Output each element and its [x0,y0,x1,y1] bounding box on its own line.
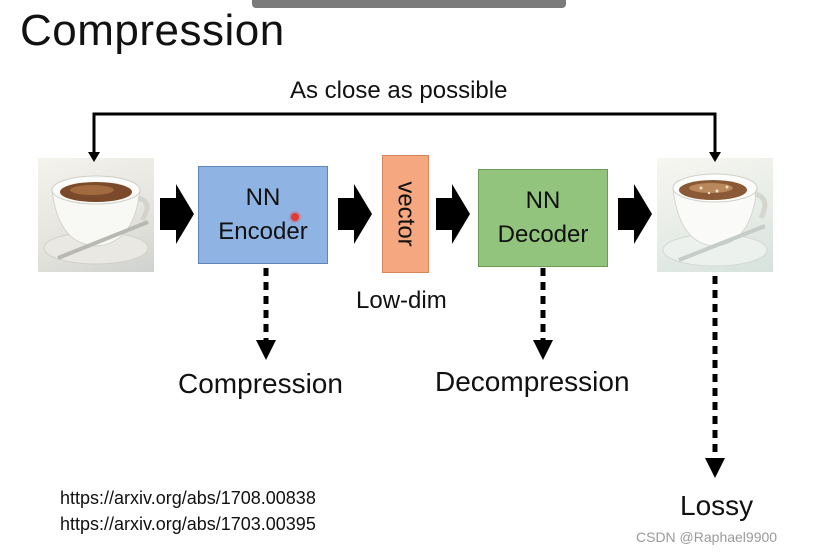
coffee-cup-input-icon [43,175,150,265]
reference-link-1[interactable]: https://arxiv.org/abs/1708.00838 [60,488,316,508]
decoder-label-line1: NN [525,187,561,214]
output-image [657,158,773,272]
decompression-label: Decompression [435,366,630,397]
encoder-label-line1: NN [245,184,281,211]
dotted-arrowhead-decoder [533,340,553,360]
coffee-cup-output-icon [662,173,768,267]
decoder-label-line2: Decoder [497,221,589,248]
reference-links: https://arxiv.org/abs/1708.00838 https:/… [60,485,316,537]
block-arrow-decoder-to-output [618,184,652,244]
nn-encoder-box: NN Encoder [198,166,328,264]
nn-decoder-box: NN Decoder [478,169,608,267]
input-image [38,158,154,272]
latent-vector-box: vector [382,155,429,273]
block-arrow-encoder-to-vector [338,184,372,244]
compression-label: Compression [178,368,343,399]
encoder-label-line2: Encoder [218,218,308,245]
top-toolbar-strip [252,0,566,8]
block-arrow-vector-to-decoder [436,184,470,244]
watermark-text: CSDN @Raphael9900 [636,529,778,545]
feedback-bracket [92,112,717,158]
dotted-arrowhead-encoder [256,340,276,360]
pointer-dot-icon [291,213,299,221]
low-dim-caption: Low-dim [356,287,447,314]
lossy-label: Lossy [680,490,754,521]
feedback-label: As close as possible [290,77,508,104]
block-arrow-input-to-encoder [160,184,194,244]
slide-title: Compression [20,6,285,55]
feedback-arrowhead-left [88,152,100,162]
feedback-arrowhead-right [709,152,721,162]
dotted-arrowhead-output [705,458,725,478]
reference-link-2[interactable]: https://arxiv.org/abs/1703.00395 [60,514,316,534]
